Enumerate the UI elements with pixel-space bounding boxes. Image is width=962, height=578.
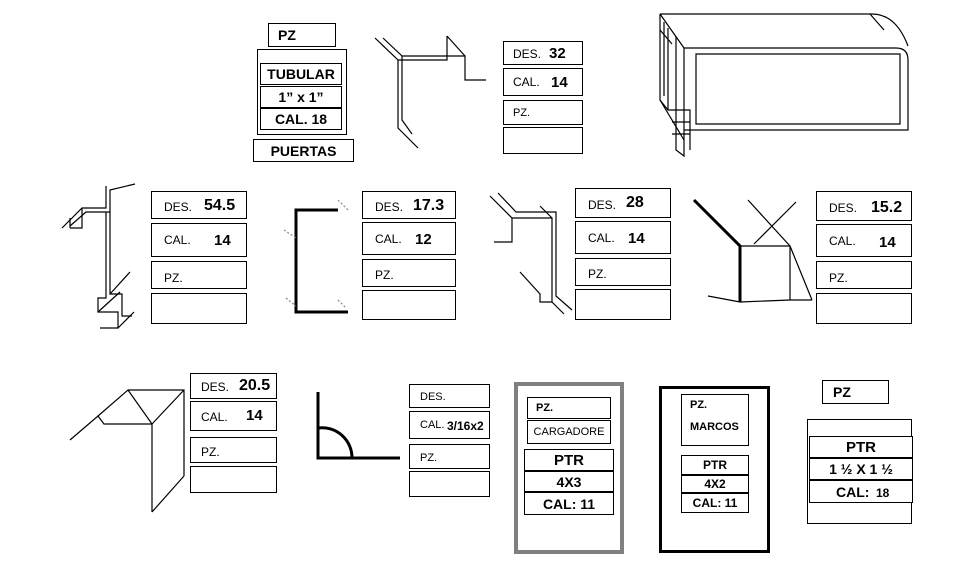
isometric-frame-drawing <box>659 13 909 158</box>
cal-label: CAL. <box>513 75 540 89</box>
pz-field: PZ. <box>575 258 671 286</box>
cal-label: CAL. <box>164 233 191 247</box>
tubular-line1: TUBULAR <box>260 63 342 85</box>
des-label: DES. <box>201 380 230 394</box>
tubular-line3: CAL. 18 <box>260 108 342 130</box>
des-field: DES. 28 <box>575 188 671 218</box>
pz-label: PZ. <box>513 107 531 119</box>
cargador-line3: CAL: 11 <box>524 492 614 515</box>
des-field: DES. 54.5 <box>151 191 247 219</box>
des-field: DES. 32 <box>503 41 583 65</box>
blank-field <box>362 290 456 320</box>
marcos-line2: 4X2 <box>681 475 749 493</box>
des-field: DES. <box>409 384 490 408</box>
cal-field: CAL. 3/16x2 <box>409 411 490 439</box>
pz-field: PZ. <box>151 261 247 289</box>
ptr-line3-value: 18 <box>876 486 890 500</box>
cal-value: 14 <box>214 232 231 249</box>
pz-field: PZ. <box>190 437 277 463</box>
tubular-pz-label: PZ <box>278 27 296 43</box>
blank-field <box>816 293 912 324</box>
cargador-pz-field: PZ. <box>527 397 611 419</box>
pz-label: PZ. <box>420 452 438 464</box>
cal-value: 14 <box>879 234 896 251</box>
pz-label: PZ. <box>164 271 183 285</box>
cal-field: CAL. 14 <box>816 224 912 257</box>
pz-label: PZ. <box>829 271 848 285</box>
des-label: DES. <box>375 200 404 214</box>
tubular-footer: PUERTAS <box>253 139 354 162</box>
des-field: DES. 20.5 <box>190 373 277 399</box>
cal-field: CAL. 14 <box>190 401 277 431</box>
ptr-line3: CAL: 18 <box>809 480 913 503</box>
profile-drawing-p5 <box>692 198 813 303</box>
cal-label: CAL. <box>588 231 615 245</box>
blank-field <box>190 466 277 493</box>
cal-label: CAL. <box>375 232 402 246</box>
ptr-pz-box: PZ <box>822 380 889 404</box>
ptr-line3-label: CAL: <box>836 484 870 500</box>
cargador-line1: PTR <box>524 449 614 471</box>
cal-value: 12 <box>415 231 432 248</box>
marcos-name: MARCOS <box>690 421 739 433</box>
cargador-line2: 4X3 <box>524 471 614 492</box>
des-field: DES. 17.3 <box>362 191 456 219</box>
cal-value: 14 <box>628 230 645 247</box>
des-value: 20.5 <box>239 377 271 394</box>
blank-field <box>575 289 671 320</box>
cal-value: 3/16x2 <box>447 419 484 433</box>
ptr-pz-label: PZ <box>833 384 851 400</box>
profile-drawing-p6 <box>69 389 185 513</box>
ptr-line1: PTR <box>809 436 913 458</box>
des-field: DES. 15.2 <box>816 191 912 221</box>
blank-field <box>409 471 490 497</box>
des-value: 28 <box>626 194 644 211</box>
marcos-pz-field: PZ. MARCOS <box>681 394 749 446</box>
cargador-pz-label: PZ. <box>536 402 554 414</box>
pz-label: PZ. <box>588 267 607 281</box>
blank-field <box>503 127 583 154</box>
des-label: DES. <box>420 391 446 403</box>
cal-field: CAL. 14 <box>151 223 247 257</box>
pz-field: PZ. <box>362 259 456 287</box>
des-value: 17.3 <box>413 197 445 214</box>
tubular-line2: 1” x 1” <box>260 86 342 108</box>
profile-drawing-p2 <box>61 183 136 329</box>
marcos-line1: PTR <box>681 455 749 475</box>
profile-drawing-p7 <box>316 392 400 460</box>
des-value: 54.5 <box>204 197 236 214</box>
cal-field: CAL. 12 <box>362 222 456 255</box>
pz-field: PZ. <box>409 444 490 469</box>
marcos-line3: CAL: 11 <box>681 493 749 513</box>
des-label: DES. <box>164 200 193 214</box>
pz-field: PZ. <box>503 100 583 125</box>
cal-label: CAL. <box>829 234 856 248</box>
marcos-card <box>659 386 770 553</box>
cal-label: CAL. <box>420 419 445 431</box>
cal-value: 14 <box>246 407 263 424</box>
pz-label: PZ. <box>201 445 220 459</box>
cal-value: 14 <box>551 74 568 91</box>
des-label: DES. <box>829 201 858 215</box>
profile-drawing-p1 <box>374 35 486 149</box>
des-label: DES. <box>513 47 542 61</box>
pz-field: PZ. <box>816 261 912 289</box>
marcos-pz-label: PZ. <box>690 399 708 411</box>
cal-field: CAL. 14 <box>575 221 671 254</box>
profile-drawing-p3 <box>283 199 349 314</box>
des-value: 32 <box>549 45 566 62</box>
pz-label: PZ. <box>375 268 394 282</box>
ptr-line2: 1 ½ X 1 ½ <box>809 458 913 480</box>
cal-field: CAL. 14 <box>503 68 583 96</box>
cal-label: CAL. <box>201 410 228 424</box>
profile-drawing-p4 <box>489 192 573 315</box>
cargador-card <box>514 382 624 554</box>
tubular-pz-box: PZ <box>268 23 336 47</box>
des-value: 15.2 <box>871 199 903 216</box>
des-label: DES. <box>588 198 617 212</box>
blank-field <box>151 293 247 324</box>
cargador-name: CARGADORE <box>527 420 611 444</box>
